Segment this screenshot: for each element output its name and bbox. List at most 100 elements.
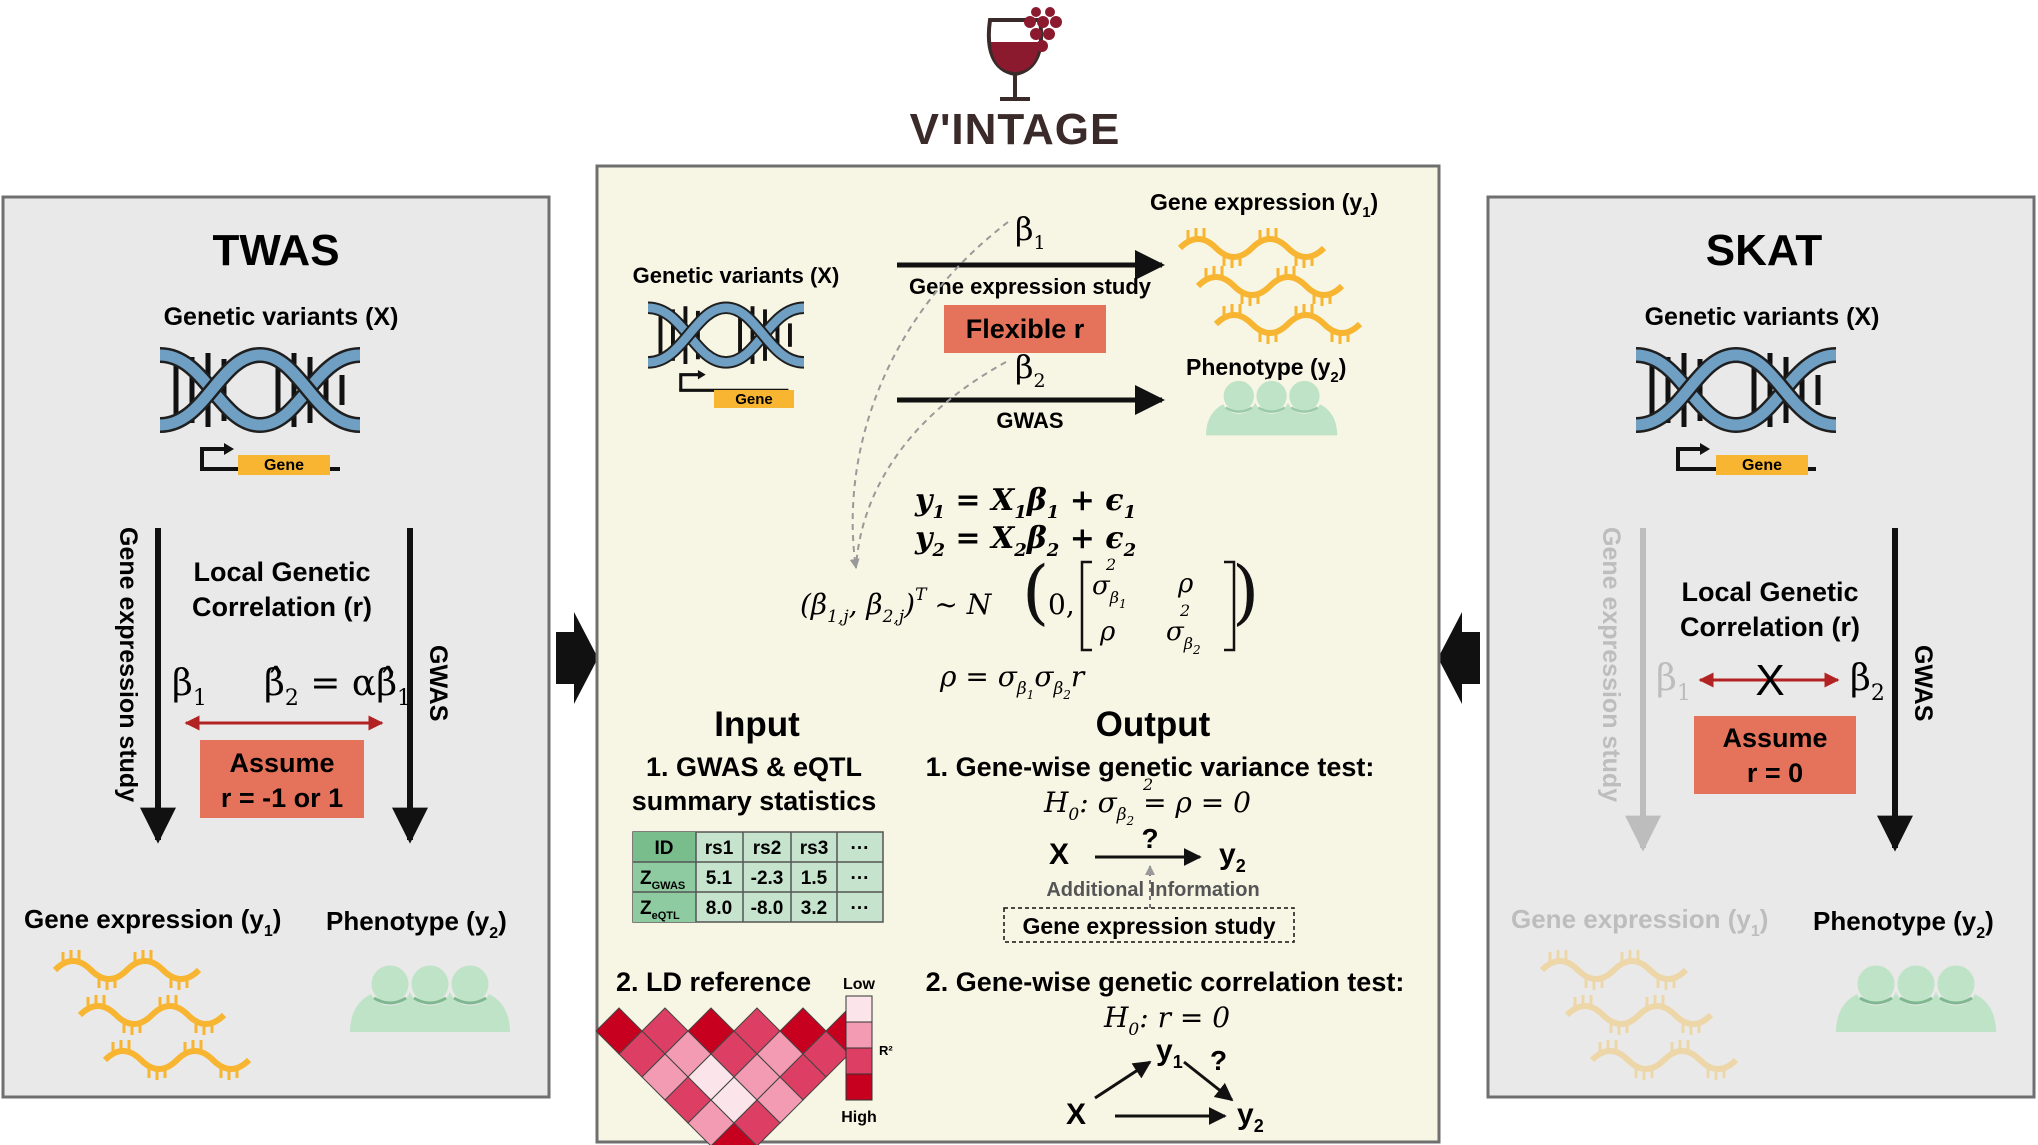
unknown-mark: ? [1141, 823, 1158, 854]
gene-box [238, 455, 330, 475]
people-icon [1204, 378, 1339, 437]
gene-box [1716, 455, 1808, 475]
distribution-equation: (β1,j, β2,j)T~ N ( 0, σβ1 2 ρ ρ σβ2 2 ) [800, 551, 1259, 657]
svg-text:(: ( [1022, 551, 1049, 633]
y2-node: y2 [1219, 838, 1246, 876]
input-title: Input [714, 705, 800, 744]
additional-info-label: Additional Information [1046, 879, 1259, 901]
svg-text:ρ: ρ [1099, 617, 1116, 647]
output-item-2: 2. Gene-wise genetic correlation test: [926, 967, 1405, 997]
twas-corr-line1: Local Genetic [193, 557, 370, 587]
flexible-r-box [944, 305, 1106, 353]
svg-text:σβ2: σβ2 [1166, 617, 1201, 657]
twas-assume-line1: Assume [229, 748, 334, 778]
svg-text:Low: Low [843, 976, 876, 993]
skat-assume-line2: r = 0 [1747, 758, 1803, 788]
twas-assume-box [200, 740, 364, 818]
left-pointer-icon [1438, 612, 1480, 704]
skat-title: SKAT [1706, 226, 1823, 275]
y1-node: y1 [1156, 1034, 1183, 1072]
skat-left-arrow-label: Gene expression study [1597, 527, 1625, 802]
people-icon [1834, 962, 1998, 1034]
rho-equation: ρ = σβ1σβ2r [939, 660, 1086, 702]
wine-glass-icon [986, 7, 1062, 101]
table-cell: -2.3 [751, 868, 784, 889]
twas-equation: β̂2 = αβ̂1 [264, 663, 411, 711]
skat-right-arrow-label: GWAS [1909, 645, 1937, 721]
twas-right-arrow-label: GWAS [424, 645, 452, 721]
skat-phenotype-label: Phenotype (y2) [1813, 906, 1994, 942]
vintage-gene-expr-label: Gene expression (y1) [1150, 189, 1378, 221]
ld-cell [687, 1099, 735, 1145]
ld-cell [711, 1122, 757, 1145]
skat-corr-line1: Local Genetic [1681, 577, 1858, 607]
y1-to-y2-arrow [1183, 1060, 1234, 1102]
right-pointer-icon [556, 612, 598, 704]
input-item-2: 2. LD reference [616, 967, 811, 997]
logo-text: V'INTAGE [910, 105, 1121, 154]
twas-title: TWAS [212, 226, 339, 275]
table-cell: 1.5 [801, 868, 828, 889]
svg-text:High: High [841, 1109, 877, 1126]
svg-text:2: 2 [1179, 601, 1190, 620]
output-item-1: 1. Gene-wise genetic variance test: [926, 752, 1375, 782]
skat-assume-box [1694, 716, 1856, 794]
twas-gene-expr-label: Gene expression (y1) [24, 904, 281, 940]
skat-gene-expr-label: Gene expression (y1) [1511, 904, 1768, 940]
table-cell: ··· [851, 898, 870, 919]
vintage-gwas-label: GWAS [996, 408, 1063, 433]
table-cell: ··· [851, 868, 870, 889]
vintage-variants-label: Genetic variants (X) [633, 263, 840, 288]
study-box-label: Gene expression study [1022, 913, 1275, 939]
vintage-logo: V'INTAGE [910, 7, 1121, 154]
table-row-label: ZeQTL [640, 898, 680, 922]
skat-beta1: β1 [1656, 658, 1691, 706]
twas-gene-label: Gene [264, 457, 304, 474]
vintage-beta2: β2 [1015, 348, 1046, 392]
vintage-panel: Gene expression (y1) Genetic variants (X… [595, 164, 1441, 1145]
h0-variance: H0: σβ2 = ρ = 0 [1043, 786, 1251, 828]
vintage-gene-label: Gene [735, 391, 773, 408]
skat-variants-label: Genetic variants (X) [1645, 303, 1880, 331]
gene-box [714, 390, 794, 408]
x2-node: X [1066, 1098, 1086, 1131]
vintage-beta1: β1 [1015, 210, 1046, 254]
x-to-y1-arrow [1094, 1060, 1152, 1100]
ld-cell [733, 1099, 781, 1145]
x-node: X [1049, 838, 1069, 871]
twas-left-arrow-label: Gene expression study [114, 527, 142, 802]
twas-corr-line2: Correlation (r) [192, 592, 372, 622]
h0-correlation: H0: r = 0 [1103, 1001, 1230, 1040]
skat-cross: X [1755, 656, 1784, 705]
twas-phenotype-label: Phenotype (y2) [326, 906, 507, 942]
table-cell: 8.0 [706, 898, 732, 919]
svg-text:0,: 0, [1048, 588, 1075, 621]
svg-text:(β1,j, β2,j)T~ N: (β1,j, β2,j)T~ N [800, 585, 993, 627]
twas-variants-label: Genetic variants (X) [164, 303, 399, 331]
svg-text:R²: R² [879, 1043, 893, 1058]
model-eq2: y2 = X2β2 + ϵ2 [914, 521, 1136, 561]
svg-text:ρ: ρ [1177, 569, 1194, 599]
corr-unknown-mark: ? [1210, 1045, 1227, 1076]
svg-text:σβ1: σβ1 [1092, 571, 1127, 611]
model-eq1: y1 = X1β1 + ϵ1 [914, 483, 1136, 523]
skat-corr-line2: Correlation (r) [1680, 612, 1860, 642]
table-cell: 3.2 [801, 898, 827, 919]
table-cell: -8.0 [751, 898, 784, 919]
vintage-phenotype-label: Phenotype (y2) [1186, 354, 1346, 386]
table-header-cell: rs1 [705, 838, 734, 859]
flexible-r-label: Flexible r [966, 314, 1085, 344]
table-header-cell: ··· [851, 838, 870, 859]
skat-assume-line1: Assume [1722, 723, 1827, 753]
skat-panel: SKAT Genetic variants (X) Gene Gene expr… [1486, 195, 2036, 1099]
output-title: Output [1096, 705, 1211, 744]
study-box [1003, 907, 1295, 943]
input-item-1-line1: 1. GWAS & eQTL [646, 752, 862, 782]
y2b-node: y2 [1237, 1098, 1264, 1136]
svg-text:2: 2 [1105, 555, 1116, 574]
skat-beta2: β2 [1850, 658, 1885, 706]
svg-text:): ) [1232, 551, 1259, 633]
